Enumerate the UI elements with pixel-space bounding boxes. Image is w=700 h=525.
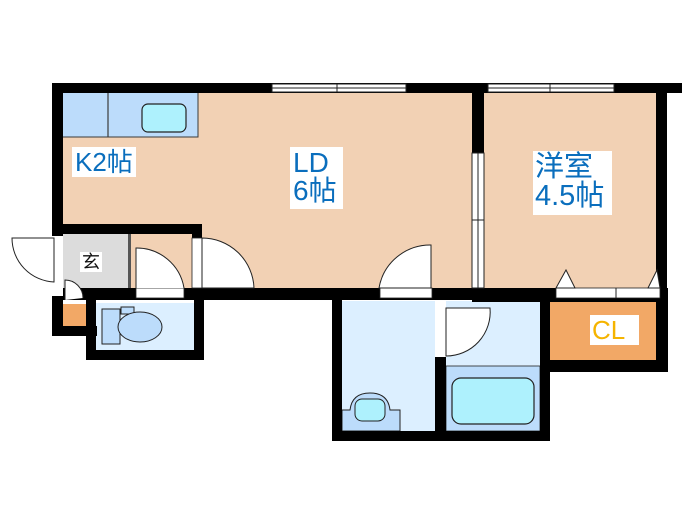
living-dining-size: 6帖 xyxy=(293,175,337,206)
western-room-name: 洋室 xyxy=(535,151,594,183)
bathtub-icon xyxy=(451,377,535,425)
kitchen-label: K2帖 xyxy=(72,147,136,177)
entrance-label: 玄 xyxy=(80,252,102,272)
toilet-door[interactable] xyxy=(135,247,185,299)
front-door[interactable] xyxy=(11,236,63,296)
western-room-size: 4.5帖 xyxy=(535,180,605,212)
living-dining-name: LD xyxy=(293,147,329,178)
window-western xyxy=(487,83,615,93)
washroom-door[interactable] xyxy=(378,244,433,299)
toilet-tank-icon xyxy=(101,308,121,345)
bathroom-door[interactable] xyxy=(436,307,491,357)
sliding-door-ld-western[interactable] xyxy=(471,152,485,289)
western-room-label: 洋室 4.5帖 xyxy=(533,151,613,215)
hall-ld-door[interactable] xyxy=(191,237,255,289)
kitchen-sink-icon xyxy=(141,103,187,133)
window-ld xyxy=(271,83,407,93)
toilet-bowl-icon xyxy=(117,311,163,343)
shoe-closet-door[interactable] xyxy=(64,279,84,300)
closet-label: CL xyxy=(590,315,640,345)
shoe-cabinet xyxy=(63,304,87,326)
closet-doors[interactable] xyxy=(555,268,661,299)
living-dining-label: LD 6帖 xyxy=(290,147,343,209)
